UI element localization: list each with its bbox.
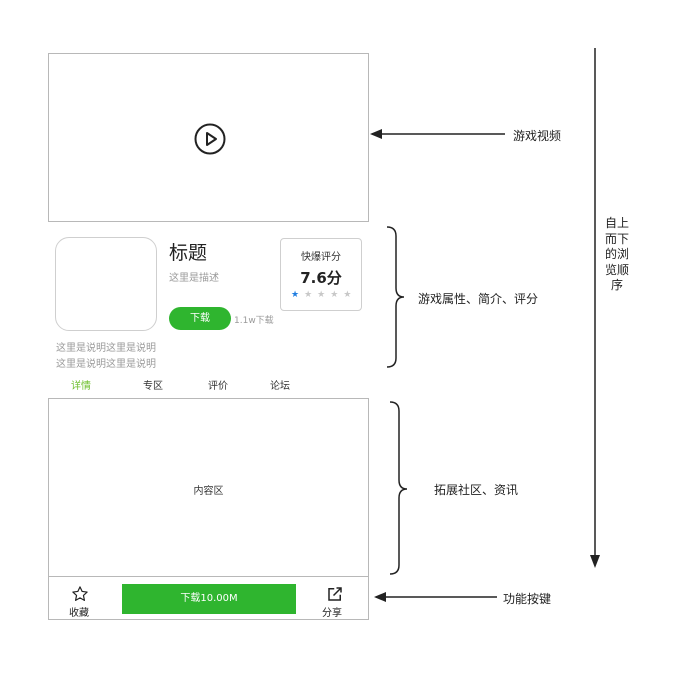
brace-info: [386, 226, 405, 368]
rating-star-icon: ★: [343, 290, 357, 300]
rating-stars: ★★★★★: [291, 290, 356, 300]
game-title: 标题: [169, 242, 208, 264]
game-explanation-line: 这里是说明这里是说明: [56, 359, 156, 370]
game-description: 这里是描述: [169, 273, 219, 284]
content-label: 内容区: [193, 486, 224, 497]
rating-title: 快爆评分: [301, 252, 341, 263]
brace-community: [389, 401, 408, 575]
rating-card[interactable]: 快爆评分 7.6分 ★★★★★: [280, 238, 362, 311]
content-area: 内容区: [48, 398, 369, 577]
game-video[interactable]: [48, 53, 369, 222]
share-external-icon[interactable]: [326, 585, 344, 603]
arrow-head: [374, 592, 386, 602]
tab-details[interactable]: 详情: [71, 381, 91, 392]
annotation-community: 拓展社区、资讯: [434, 483, 519, 497]
tab-zone[interactable]: 专区: [143, 381, 163, 392]
download-count: 1.1w下载: [234, 316, 274, 326]
arrow-head: [370, 129, 382, 139]
tab-review[interactable]: 评价: [208, 381, 228, 392]
play-circle-icon[interactable]: [194, 123, 226, 155]
annotation-info: 游戏属性、简介、评分: [418, 292, 539, 306]
annotation-order: 自上而下的浏览顺序: [605, 216, 630, 292]
download-button[interactable]: 下载: [169, 307, 231, 330]
game-explanation-line: 这里是说明这里是说明: [56, 343, 156, 354]
annotation-function: 功能按键: [503, 592, 552, 606]
rating-star-icon: ★: [330, 290, 344, 300]
rating-score: 7.6分: [300, 269, 342, 287]
bottom-action-bar: 收藏 下载10.00M 分享: [48, 577, 369, 620]
share-label[interactable]: 分享: [322, 608, 342, 619]
tab-forum[interactable]: 论坛: [270, 381, 290, 392]
annotation-video: 游戏视频: [513, 129, 562, 143]
game-icon-placeholder: [55, 237, 157, 331]
rating-star-icon: ★: [317, 290, 331, 300]
star-outline-icon[interactable]: [71, 585, 89, 603]
favorite-label[interactable]: 收藏: [69, 608, 89, 619]
main-download-button[interactable]: 下载10.00M: [122, 584, 296, 614]
rating-star-icon: ★: [304, 290, 318, 300]
rating-star-icon: ★: [291, 290, 305, 300]
arrow-head: [590, 555, 600, 568]
